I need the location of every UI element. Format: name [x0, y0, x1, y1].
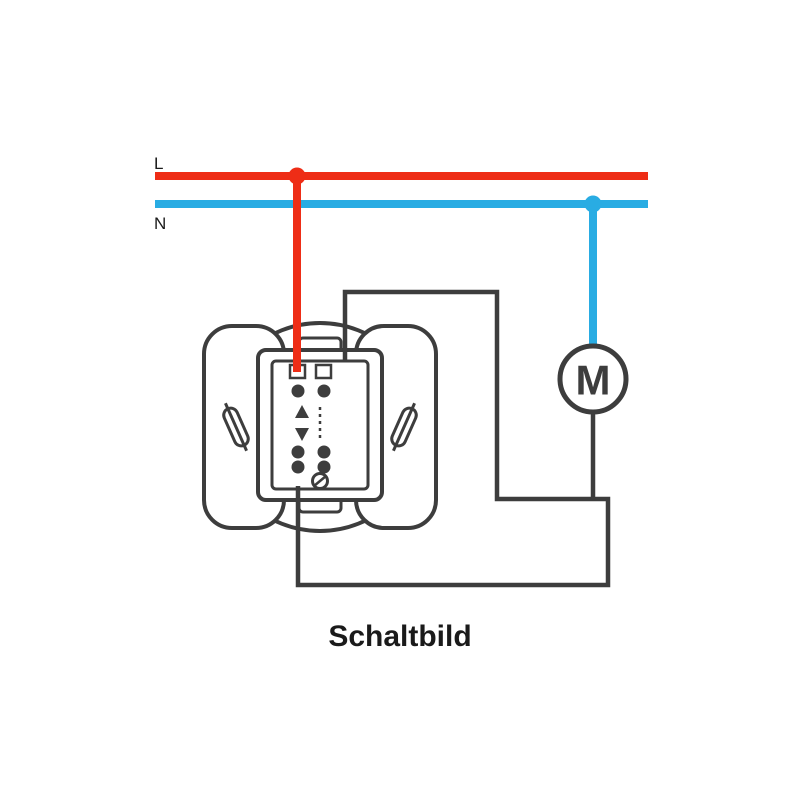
fixing-screw	[311, 472, 329, 490]
terminal-slot-right	[314, 363, 333, 380]
motor-label: M	[576, 357, 611, 404]
terminal-dot	[317, 445, 331, 459]
terminal-dot	[317, 460, 331, 474]
motor-circle	[557, 343, 629, 415]
arrow-up-icon	[295, 405, 309, 418]
screw-slot-line	[224, 402, 248, 452]
terminal-dot	[291, 460, 305, 474]
neutral-junction-dot	[584, 195, 602, 213]
diagram-title: Schaltbild	[328, 620, 471, 653]
fixing-screw-slot	[313, 475, 327, 487]
switch-to-motor-wire	[295, 289, 611, 588]
neutral-label: N	[154, 214, 166, 233]
right-claw-screw	[390, 402, 418, 452]
live-label: L	[154, 154, 163, 173]
screw-slot-line	[392, 402, 416, 452]
arrow-down-icon	[295, 428, 309, 441]
left-claw-screw	[222, 402, 250, 452]
shutter-switch-insert	[202, 321, 438, 533]
terminal-dot	[291, 384, 305, 398]
live-junction-dot	[288, 167, 306, 185]
terminal-dot	[291, 445, 305, 459]
terminal-dot	[317, 384, 331, 398]
motor-symbol: M	[557, 343, 629, 415]
